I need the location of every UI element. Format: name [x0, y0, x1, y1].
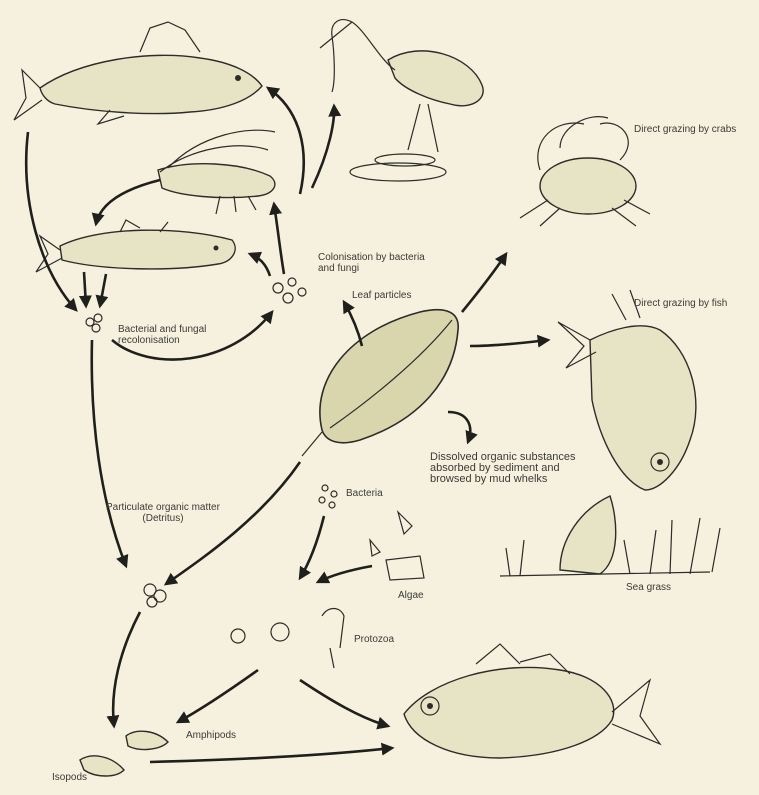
- label-direct-grazing-by-crabs: Direct grazing by crabs: [634, 124, 736, 135]
- arrow-mullet-to-bacteria-2: [100, 274, 106, 306]
- bacteria-rods-icon: [319, 485, 337, 508]
- arrow-amphipods-to-fish: [150, 748, 392, 762]
- label-isopods: Isopods: [52, 772, 87, 783]
- arrow-leaf-to-crabs: [462, 254, 506, 312]
- heron-illustration: [320, 20, 483, 181]
- crab-illustration: [520, 117, 650, 226]
- label-bacteria: Bacteria: [346, 488, 383, 499]
- predatory-fish-illustration: [404, 644, 660, 758]
- protozoa-illustration: [231, 609, 344, 669]
- arrow-algae-to-detritus: [318, 566, 372, 582]
- grazing-fish-illustration: [558, 290, 696, 490]
- arrow-detritus-to-amphipods: [113, 612, 140, 726]
- arrow-large-fish-to-bacteria: [26, 132, 76, 310]
- label-leaf-particles: Leaf particles: [352, 290, 411, 301]
- label-amphipods: Amphipods: [186, 730, 236, 741]
- shrimp-illustration: [158, 130, 275, 214]
- arrow-leaf-to-fish: [470, 340, 548, 346]
- arrow-leaf-to-particles: [344, 302, 362, 346]
- arrow-bacteria-to-detritus: [92, 340, 126, 566]
- algae-icon: [370, 512, 424, 580]
- arrow-leaf-to-dissolved: [448, 412, 470, 442]
- colonised-particles-icon: [273, 278, 306, 303]
- bacteria-cluster-icon: [86, 314, 102, 332]
- mud-whelk-illustration: [560, 496, 616, 574]
- label-recolonisation: Bacterial and fungal recolonisation: [118, 324, 206, 346]
- mangrove-leaf-illustration: [302, 310, 458, 456]
- arrow-protozoa-to-fish: [300, 680, 388, 726]
- label-protozoa: Protozoa: [354, 634, 394, 645]
- arrow-particles-to-large-fish: [268, 88, 304, 194]
- arrow-shrimp-to-mullet: [96, 180, 160, 224]
- arrow-particles-to-mullet: [250, 254, 270, 276]
- arrow-bacteria-rods-to-detritus: [300, 516, 324, 578]
- detritus-cluster-icon: [144, 584, 166, 607]
- label-direct-grazing-by-fish: Direct grazing by fish: [634, 298, 727, 309]
- arrow-protozoa-to-amphipods: [178, 670, 258, 722]
- label-algae: Algae: [398, 590, 424, 601]
- flow-arrows: [26, 88, 548, 762]
- label-sea-grass: Sea grass: [626, 582, 671, 593]
- label-dissolved-organic-substances: Dissolved organic substances absorbed by…: [430, 452, 576, 485]
- arrow-particles-to-shrimp: [274, 204, 284, 274]
- large-fish-illustration: [14, 22, 262, 124]
- amphipod-illustration: [126, 731, 168, 749]
- label-particulate-organic-matter: Particulate organic matter (Detritus): [106, 502, 220, 524]
- arrow-mullet-to-bacteria-1: [84, 272, 86, 306]
- label-colonisation: Colonisation by bacteria and fungi: [318, 252, 425, 274]
- mullet-illustration: [36, 220, 235, 272]
- arrow-particles-to-heron: [312, 106, 334, 188]
